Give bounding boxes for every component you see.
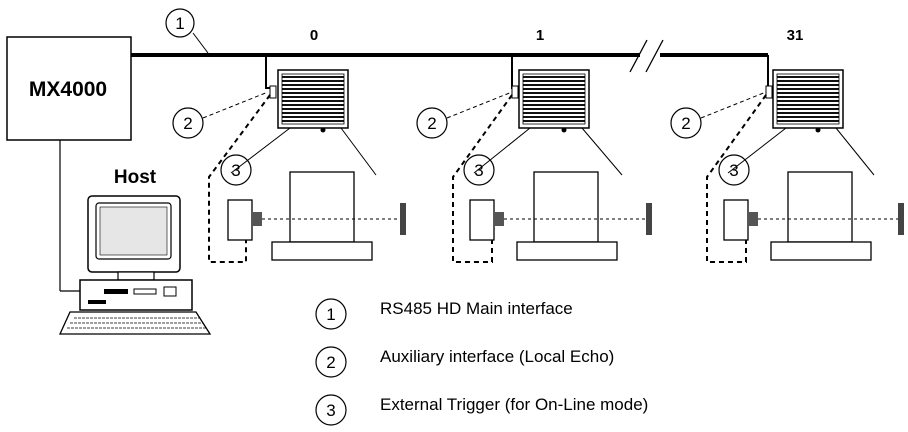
controller-label: MX4000	[29, 78, 107, 101]
legend-item-aux-interface: 2 Auxiliary interface (Local Echo)	[315, 346, 614, 378]
callout-number: 2	[183, 114, 192, 133]
photocell-sensor	[227, 199, 406, 241]
legend: 1 RS485 HD Main interface 2 Auxiliary in…	[315, 298, 648, 426]
legend-text: RS485 HD Main interface	[380, 299, 573, 318]
host-label: Host	[114, 167, 157, 188]
host-computer: Host	[58, 167, 212, 335]
aux-interface-callout: 2	[172, 91, 269, 139]
callout-number: 3	[729, 161, 738, 180]
callout-number: 2	[681, 114, 690, 133]
conveyor-package	[516, 171, 618, 261]
node-address-label: 1	[536, 27, 544, 44]
scanner-node-0: 0 2 3	[172, 27, 406, 263]
mx4000-controller: MX4000	[6, 36, 132, 292]
callout-number: 3	[474, 161, 483, 180]
legend-number: 3	[326, 401, 335, 420]
node-address-label: 0	[310, 27, 318, 44]
trigger-callout: 3	[220, 154, 252, 186]
legend-number: 1	[326, 305, 335, 324]
trigger-callout: 3	[718, 154, 750, 186]
callout-number: 1	[175, 14, 184, 33]
barcode-scanner-icon	[277, 69, 349, 133]
scanner-node-1: 1 2 3	[416, 27, 652, 263]
barcode-scanner-icon	[772, 69, 844, 133]
callout-number: 2	[427, 114, 436, 133]
trigger-callout: 3	[463, 154, 495, 186]
photocell-sensor	[723, 199, 904, 241]
reflector	[400, 203, 406, 235]
main-bus	[131, 39, 768, 73]
aux-interface-callout: 2	[416, 91, 513, 139]
reflector	[898, 203, 904, 235]
callout-number: 3	[231, 161, 240, 180]
computer-icon	[58, 195, 212, 335]
legend-text: External Trigger (for On-Line mode)	[380, 395, 648, 414]
photocell-sensor	[469, 199, 652, 241]
conveyor-package	[271, 171, 373, 261]
node-address-label: 31	[787, 27, 804, 44]
barcode-scanner-icon	[518, 69, 590, 133]
legend-text: Auxiliary interface (Local Echo)	[380, 347, 614, 366]
scanner-node-31: 31 2 3	[670, 27, 904, 263]
legend-item-main-interface: 1 RS485 HD Main interface	[315, 298, 573, 330]
conveyor-package	[770, 171, 872, 261]
aux-interface-callout: 2	[670, 91, 767, 139]
reflector	[646, 203, 652, 235]
legend-number: 2	[326, 353, 335, 372]
callout-main-interface: 1	[165, 8, 209, 54]
legend-item-external-trigger: 3 External Trigger (for On-Line mode)	[315, 394, 648, 426]
